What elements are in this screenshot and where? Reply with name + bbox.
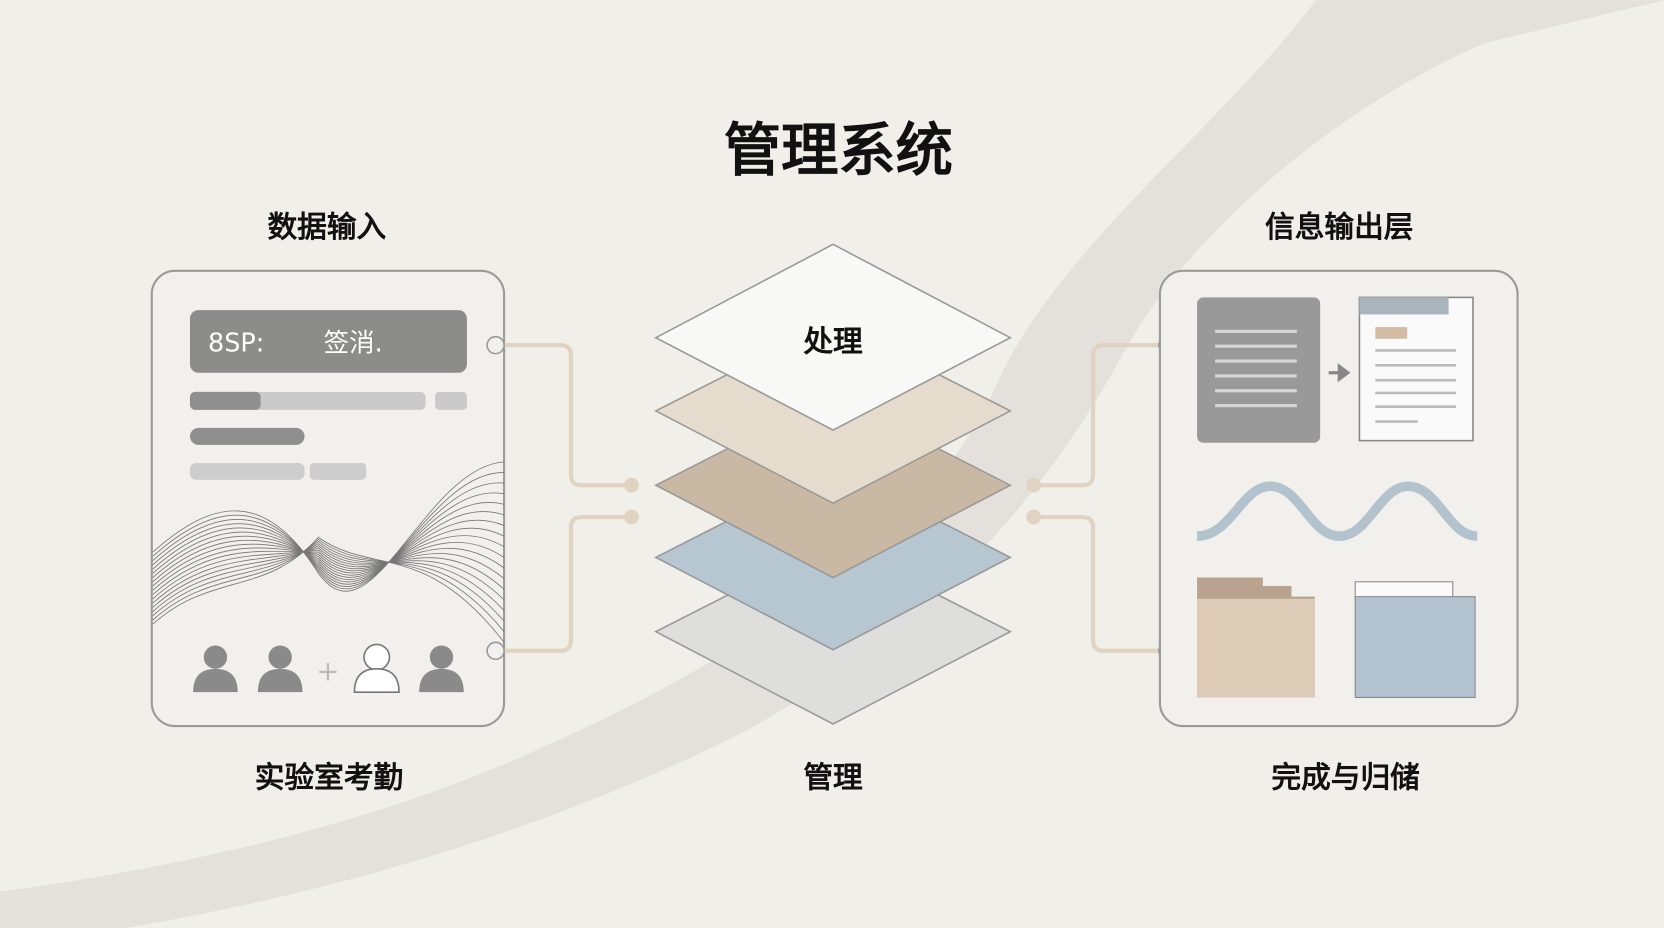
output-heading: 信息输出层 (1265, 210, 1414, 245)
wave-line (152, 545, 505, 608)
placeholder-bar (309, 462, 367, 480)
left-connectors (504, 343, 630, 653)
input-panel (150, 269, 506, 728)
user-icon (257, 645, 303, 693)
banner-label: 8SP: (208, 329, 264, 359)
layer-stack (654, 243, 1013, 725)
input-heading: 数据输入 (267, 210, 386, 245)
wave-line (152, 461, 505, 592)
input-banner (189, 310, 467, 373)
wave-line (152, 527, 505, 583)
wave-line (152, 535, 505, 587)
user-icon (353, 643, 400, 693)
wave-line (152, 536, 505, 643)
wave-line (152, 547, 505, 595)
wave-line (152, 492, 505, 585)
connector-node (486, 641, 505, 661)
wave-line (152, 482, 505, 587)
connector-node (486, 335, 505, 355)
wave-line (152, 472, 505, 590)
output-document-icon (1358, 296, 1474, 442)
wave-line (152, 511, 505, 580)
wave-line (152, 547, 505, 604)
user-icon (419, 645, 464, 693)
right-connectors (1034, 343, 1163, 653)
connector-node (1026, 477, 1042, 493)
page-title: 管理系统 (724, 117, 953, 184)
wave-lines (152, 461, 505, 643)
user-icon (193, 645, 238, 693)
connector-node (624, 477, 639, 493)
wave-line (152, 549, 505, 600)
folder-beige-icon (1197, 577, 1315, 698)
output-caption: 完成与归储 (1271, 761, 1420, 796)
connector-node (1026, 509, 1042, 525)
plus-icon: + (316, 654, 339, 687)
placeholder-bar (435, 391, 467, 410)
input-caption: 实验室考勤 (255, 761, 404, 796)
wave-line (152, 519, 505, 578)
placeholder-bar (189, 462, 305, 480)
wave-line (152, 538, 505, 632)
progress-fill (189, 391, 261, 410)
users-row: + (193, 643, 464, 693)
source-document-icon (1197, 297, 1321, 443)
banner-value: 签消. (324, 329, 383, 359)
folder-blue-icon (1354, 581, 1476, 698)
management-caption: 管理 (803, 761, 863, 796)
signal-wave (1196, 481, 1478, 541)
connector-node (624, 509, 639, 525)
wave-line (152, 542, 505, 591)
wave-line (152, 540, 505, 622)
layer-processing (654, 243, 1013, 431)
processing-label: 处理 (802, 325, 863, 360)
wave-line (152, 502, 505, 583)
placeholder-bar (189, 427, 305, 445)
wave-line (152, 543, 505, 612)
arrow-right-icon (1328, 363, 1351, 383)
